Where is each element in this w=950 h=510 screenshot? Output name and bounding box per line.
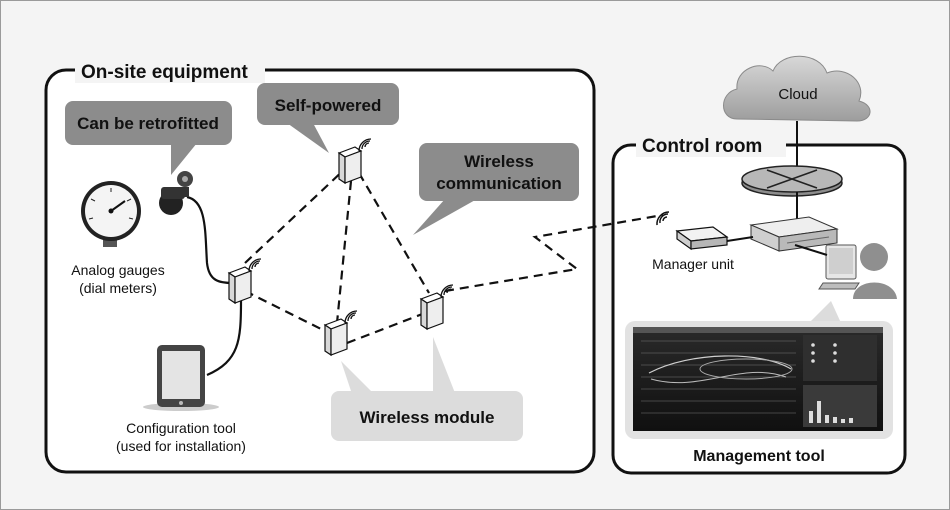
- config-tool-label-line2: (used for installation): [116, 438, 246, 454]
- cloud-label: Cloud: [778, 86, 817, 103]
- tablet-icon: [143, 345, 219, 411]
- svg-text:Self-powered: Self-powered: [275, 96, 382, 115]
- callout-wireless-module: Wireless module: [331, 337, 523, 441]
- svg-text:communication: communication: [436, 174, 562, 193]
- management-tool-screen: [625, 301, 893, 439]
- wireless-links: [244, 166, 664, 345]
- gauge-cable: [186, 195, 234, 285]
- callout-wireless-communication: Wireless communication: [413, 143, 579, 235]
- server-icon: [749, 216, 839, 252]
- wifi-icon: [248, 258, 262, 272]
- operator-icon: [853, 243, 897, 299]
- callout-retrofit: Can be retrofitted: [65, 101, 232, 175]
- control-room-title: Control room: [642, 136, 762, 157]
- retrofit-sensor-icon: [159, 171, 193, 215]
- cloud-icon: Cloud: [723, 55, 871, 122]
- config-tool-label-line1: Configuration tool: [126, 420, 236, 436]
- monitor-icon: [818, 244, 860, 290]
- wifi-icon: [358, 138, 372, 152]
- wifi-icon: [440, 284, 454, 298]
- manager-unit-icon: [675, 226, 729, 251]
- wireless-module: [323, 318, 349, 357]
- router-icon: [741, 165, 843, 197]
- svg-text:Wireless: Wireless: [464, 152, 534, 171]
- svg-text:Wireless module: Wireless module: [360, 408, 495, 427]
- tablet-cable: [206, 300, 243, 377]
- callout-self-powered: Self-powered: [257, 83, 399, 153]
- management-tool-label: Management tool: [693, 448, 825, 465]
- wireless-module: [227, 266, 253, 305]
- wireless-module: [337, 146, 363, 185]
- gauges-label-line2: (dial meters): [79, 280, 157, 296]
- onsite-title: On-site equipment: [81, 62, 248, 83]
- analog-gauge-icon: [81, 181, 141, 247]
- manager-unit-label: Manager unit: [652, 256, 734, 272]
- wireless-module: [419, 292, 445, 331]
- wifi-icon: [344, 310, 358, 324]
- wifi-icon: [656, 211, 670, 226]
- svg-text:Can be retrofitted: Can be retrofitted: [77, 114, 219, 133]
- gauges-label-line1: Analog gauges: [71, 262, 164, 278]
